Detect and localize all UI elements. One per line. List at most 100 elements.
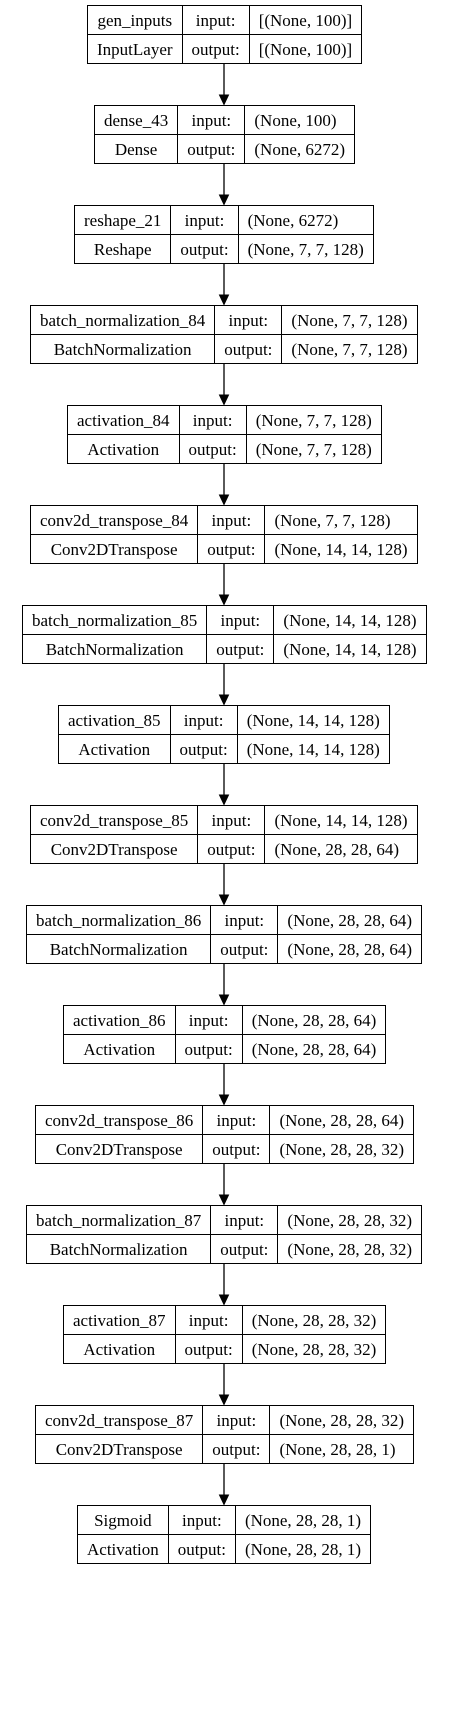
arrowhead-icon [218,694,230,706]
output-label: output: [174,1334,243,1364]
output-shape: (None, 7, 7, 128) [245,434,382,464]
arrowhead-icon [218,194,230,206]
arrowhead-icon [218,394,230,406]
output-shape: (None, 28, 28, 32) [269,1134,415,1164]
arrowhead-icon [218,1094,230,1106]
output-shape: (None, 14, 14, 128) [273,634,427,664]
input-label: input: [174,1005,243,1035]
arrowhead-icon [218,294,230,306]
input-label: input: [197,505,266,535]
input-label: input: [197,805,266,835]
input-shape: (None, 14, 14, 128) [236,705,390,735]
input-shape: (None, 14, 14, 128) [264,805,418,835]
input-shape: (None, 28, 28, 64) [277,905,423,935]
layer-type: InputLayer [87,34,183,64]
layer-type: BatchNormalization [25,934,212,964]
output-label: output: [174,1034,243,1064]
input-shape: (None, 28, 28, 32) [277,1205,423,1235]
input-label: input: [167,1505,236,1535]
input-label: input: [210,1205,279,1235]
layer-name: activation_85 [58,705,171,735]
output-shape: (None, 14, 14, 128) [264,534,418,564]
layer-type: BatchNormalization [29,334,216,364]
arrowhead-icon [218,994,230,1006]
input-shape: (None, 28, 28, 64) [269,1105,415,1135]
layer-name: conv2d_transpose_86 [34,1105,204,1135]
input-label: input: [202,1105,271,1135]
output-label: output: [167,1534,236,1564]
arrowhead-icon [218,1194,230,1206]
layer-name: Sigmoid [77,1505,169,1535]
output-shape: (None, 14, 14, 128) [236,734,390,764]
output-label: output: [178,434,247,464]
layer-name: reshape_21 [73,205,172,235]
layer-type: Activation [63,1034,176,1064]
output-shape: (None, 28, 28, 32) [241,1334,387,1364]
output-label: output: [181,34,250,64]
output-label: output: [206,634,275,664]
output-label: output: [202,1134,271,1164]
layer-type: Activation [67,434,180,464]
output-label: output: [210,1234,279,1264]
output-label: output: [210,934,279,964]
layer-name: batch_normalization_87 [25,1205,212,1235]
input-label: input: [178,405,247,435]
output-label: output: [170,234,239,264]
output-shape: (None, 28, 28, 32) [277,1234,423,1264]
layer-type: Conv2DTranspose [34,1434,204,1464]
input-shape: (None, 7, 7, 128) [264,505,418,535]
output-label: output: [197,534,266,564]
input-shape: (None, 28, 28, 1) [234,1505,372,1535]
arrowhead-icon [218,94,230,106]
output-label: output: [197,834,266,864]
input-label: input: [170,205,239,235]
layer-type: Dense [93,134,179,164]
layer-type: Reshape [73,234,172,264]
input-shape: (None, 14, 14, 128) [273,605,427,635]
layer-name: activation_87 [63,1305,176,1335]
layer-type: Activation [58,734,171,764]
layer-name: conv2d_transpose_85 [29,805,199,835]
input-label: input: [206,605,275,635]
input-shape: (None, 6272) [237,205,374,235]
output-shape: (None, 28, 28, 1) [269,1434,415,1464]
arrowhead-icon [218,1294,230,1306]
layer-name: conv2d_transpose_84 [29,505,199,535]
input-label: input: [210,905,279,935]
output-label: output: [202,1434,271,1464]
arrowhead-icon [218,594,230,606]
output-shape: (None, 6272) [244,134,356,164]
output-shape: (None, 28, 28, 64) [264,834,418,864]
input-shape: (None, 28, 28, 64) [241,1005,387,1035]
layer-name: dense_43 [93,105,179,135]
input-label: input: [177,105,246,135]
arrowhead-icon [218,1394,230,1406]
input-label: input: [202,1405,271,1435]
input-shape: [(None, 100)] [248,5,363,35]
input-label: input: [181,5,250,35]
layer-name: activation_84 [67,405,180,435]
layer-type: BatchNormalization [21,634,208,664]
output-label: output: [214,334,283,364]
layer-type: Activation [63,1334,176,1364]
input-shape: (None, 28, 28, 32) [241,1305,387,1335]
layer-name: conv2d_transpose_87 [34,1405,204,1435]
output-shape: (None, 7, 7, 128) [237,234,374,264]
output-shape: [(None, 100)] [248,34,363,64]
output-shape: (None, 28, 28, 64) [241,1034,387,1064]
input-shape: (None, 7, 7, 128) [281,305,418,335]
